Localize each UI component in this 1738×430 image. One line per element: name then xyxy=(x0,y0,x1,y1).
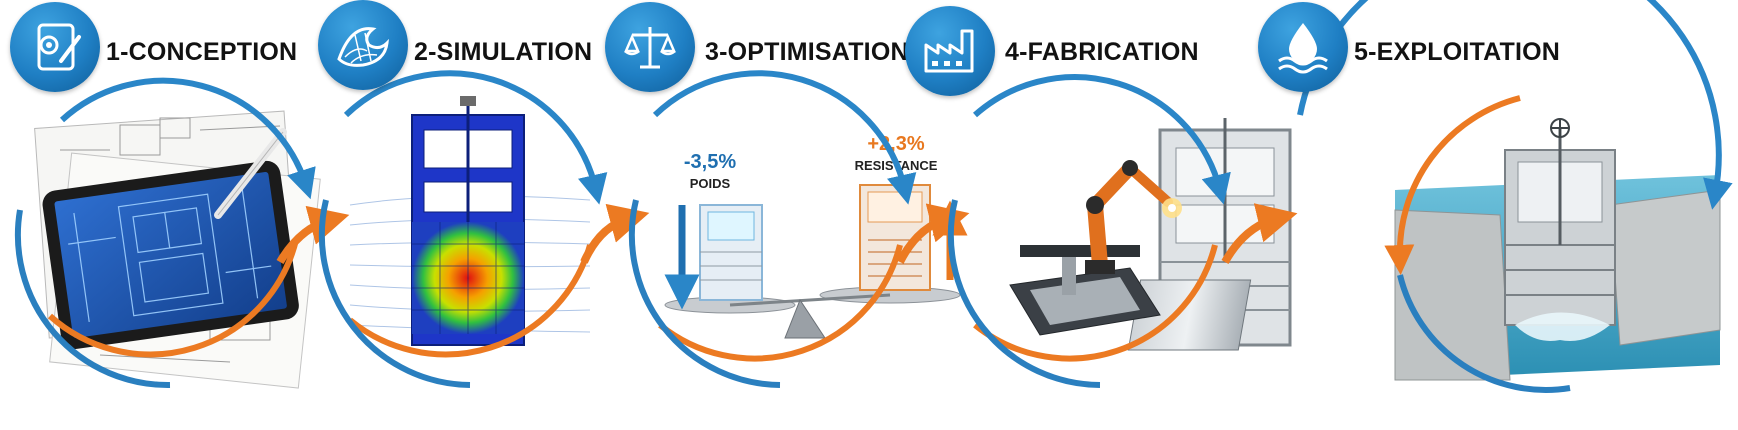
weight-label: POIDS xyxy=(690,176,731,191)
cycle-arc-orange xyxy=(658,244,903,362)
cycle-arc-blue-lower xyxy=(318,199,471,388)
cycle-arrow-blue xyxy=(973,74,1231,205)
badge-simulation xyxy=(318,0,408,90)
cycle-arrow-blue xyxy=(343,70,608,205)
tablet-blueprint-illustration xyxy=(42,160,299,350)
stage-simulation xyxy=(318,70,608,388)
stage-fabrication xyxy=(947,74,1292,388)
stylus-illustration xyxy=(214,128,287,219)
badge-optimisation xyxy=(605,2,695,92)
cycle-arc-orange xyxy=(47,239,299,358)
gate-stress-model-illustration xyxy=(411,96,525,346)
cycle-arc-orange xyxy=(973,244,1218,362)
step-title-fabrication: 4-FABRICATION xyxy=(1005,38,1199,66)
canal-gate-scene-illustration xyxy=(1394,118,1721,381)
cycle-arrow-blue xyxy=(652,70,917,205)
badge-fabrication xyxy=(905,6,995,96)
weight-change-value: -3,5% xyxy=(684,151,736,173)
balance-scale-illustration xyxy=(664,286,961,339)
cycle-arc-orange xyxy=(348,244,593,358)
cycle-arc-blue-lower xyxy=(14,209,171,389)
stage-optimisation: -3,5% POIDS +2,3% RESISTANCE xyxy=(628,70,968,388)
stage-conception xyxy=(14,77,321,389)
cnc-machine-illustration xyxy=(1009,245,1161,336)
stage-exploitation xyxy=(1297,0,1733,393)
cycle-arrow-blue xyxy=(1297,0,1733,210)
step-title-simulation: 2-SIMULATION xyxy=(414,38,593,66)
gate-light-illustration xyxy=(699,204,763,301)
cycle-arc-blue-lower xyxy=(628,199,781,388)
badge-conception xyxy=(10,2,100,92)
step-title-optimisation: 3-OPTIMISATION xyxy=(705,38,909,66)
connector-arrow-2-3 xyxy=(580,203,650,264)
step-title-exploitation: 5-EXPLOITATION xyxy=(1354,38,1561,66)
factory-icon xyxy=(924,29,974,73)
balance-scale-icon xyxy=(624,27,676,69)
cycle-arc-blue-lower xyxy=(947,199,1101,388)
step-title-conception: 1-CONCEPTION xyxy=(106,38,298,66)
welding-robot-arm-illustration xyxy=(1085,160,1173,274)
wave-mesh-icon xyxy=(337,27,389,67)
connector-arrow-4-5 xyxy=(1221,203,1298,264)
badge-exploitation xyxy=(1258,2,1348,92)
tablet-gear-pencil-icon xyxy=(37,23,81,71)
water-drop-icon xyxy=(1278,23,1328,74)
welding-spark-illustration xyxy=(1162,198,1182,218)
connector-arrow-3-4 xyxy=(896,203,970,264)
strength-change-value: +2,3% xyxy=(867,133,924,155)
cycle-arc-blue-lower xyxy=(1397,274,1571,393)
cycle-arrow-blue xyxy=(59,77,316,200)
cycle-arrow-orange-return xyxy=(1384,95,1521,275)
